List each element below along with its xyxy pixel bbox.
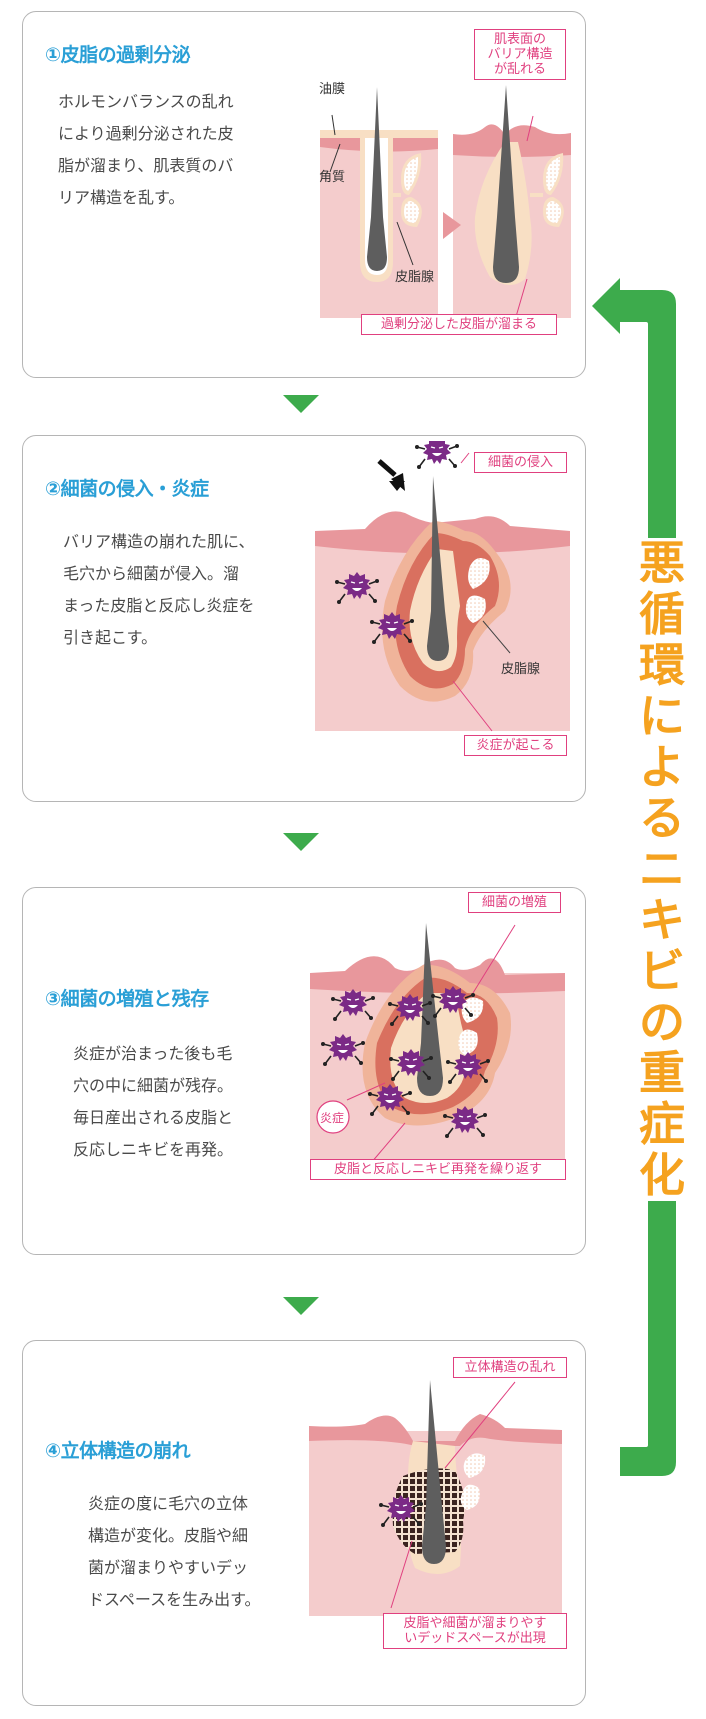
step-3-card: ③細菌の増殖と残存 炎症が治まった後も毛 穴の中に細菌が残存。 毎日産出される皮… — [22, 887, 586, 1255]
callout-recurrence: 皮脂と反応しニキビ再発を繰り返す — [310, 1159, 566, 1180]
label-inflammation: 炎症 — [320, 1111, 345, 1125]
step-2-title: ②細菌の侵入・炎症 — [45, 478, 209, 500]
step-4-card: ④立体構造の崩れ 炎症の度に毛穴の立体 構造が変化。皮脂や細 菌が溜まりやすいデ… — [22, 1340, 586, 1706]
cycle-char: 環 — [639, 638, 685, 692]
cycle-char: ニ — [639, 842, 685, 896]
callout-bacteria-growth: 細菌の増殖 — [468, 892, 561, 913]
step-4-title: ④立体構造の崩れ — [45, 1440, 191, 1462]
cycle-char: 悪 — [639, 536, 685, 590]
step-2-illustration — [315, 441, 570, 732]
down-arrow-icon — [283, 833, 319, 851]
cycle-char: 重 — [639, 1046, 685, 1100]
down-arrow-icon — [283, 1297, 319, 1315]
callout-inflammation-occurs: 炎症が起こる — [464, 735, 567, 756]
step-1-card: ①皮脂の過剰分泌 ホルモンバランスの乱れ により過剰分泌された皮 脂が溜まり、肌… — [22, 11, 586, 378]
cycle-char: 症 — [639, 1097, 685, 1151]
step-1-title: ①皮脂の過剰分泌 — [45, 44, 191, 66]
cycle-char: ビ — [639, 944, 685, 998]
label-horny-layer: 角質 — [319, 170, 346, 185]
callout-sebum-accumulates: 過剰分泌した皮脂が溜まる — [361, 314, 557, 335]
step-1-description: ホルモンバランスの乱れ により過剰分泌された皮 脂が溜まり、肌表質のバ リア構造… — [58, 92, 234, 207]
step-4-illustration — [309, 1380, 562, 1616]
label-oil-film: 油膜 — [319, 82, 346, 97]
step-1-illustration — [320, 85, 571, 328]
cycle-char: の — [639, 995, 685, 1049]
cycle-char: よ — [639, 740, 685, 794]
callout-bacteria-invasion: 細菌の侵入 — [474, 452, 567, 473]
cycle-char: 循 — [639, 587, 685, 641]
cycle-char: る — [639, 791, 685, 845]
cycle-char: 化 — [639, 1148, 685, 1202]
step-3-title: ③細菌の増殖と残存 — [45, 988, 209, 1010]
step-3-description: 炎症が治まった後も毛 穴の中に細菌が残存。 毎日産出される皮脂と 反応しニキビを… — [73, 1044, 234, 1159]
step-3-illustration — [310, 923, 565, 1173]
cycle-label: 悪 循 環 に よ る ニ キ ビ の 重 症 化 — [634, 538, 690, 1201]
callout-structure-disorder: 立体構造の乱れ — [453, 1357, 567, 1378]
callout-barrier-disrupted: 肌表面の バリア構造 が乱れる — [474, 29, 566, 80]
step-4-description: 炎症の度に毛穴の立体 構造が変化。皮脂や細 菌が溜まりやすいデッ ドスペースを生… — [88, 1494, 261, 1609]
down-arrow-icon — [283, 395, 319, 413]
cycle-char: に — [639, 689, 685, 743]
label-sebaceous-gland: 皮脂腺 — [395, 270, 435, 285]
step-2-description: バリア構造の崩れた肌に、 毛穴から細菌が侵入。溜 まった皮脂と反応し炎症を 引き… — [63, 532, 255, 647]
callout-dead-space: 皮脂や細菌が溜まりやす いデッドスペースが出現 — [383, 1613, 567, 1649]
label-sebaceous-gland: 皮脂腺 — [501, 662, 541, 677]
step-2-card: ②細菌の侵入・炎症 バリア構造の崩れた肌に、 毛穴から細菌が侵入。溜 まった皮脂… — [22, 435, 586, 802]
cycle-char: キ — [639, 893, 685, 947]
